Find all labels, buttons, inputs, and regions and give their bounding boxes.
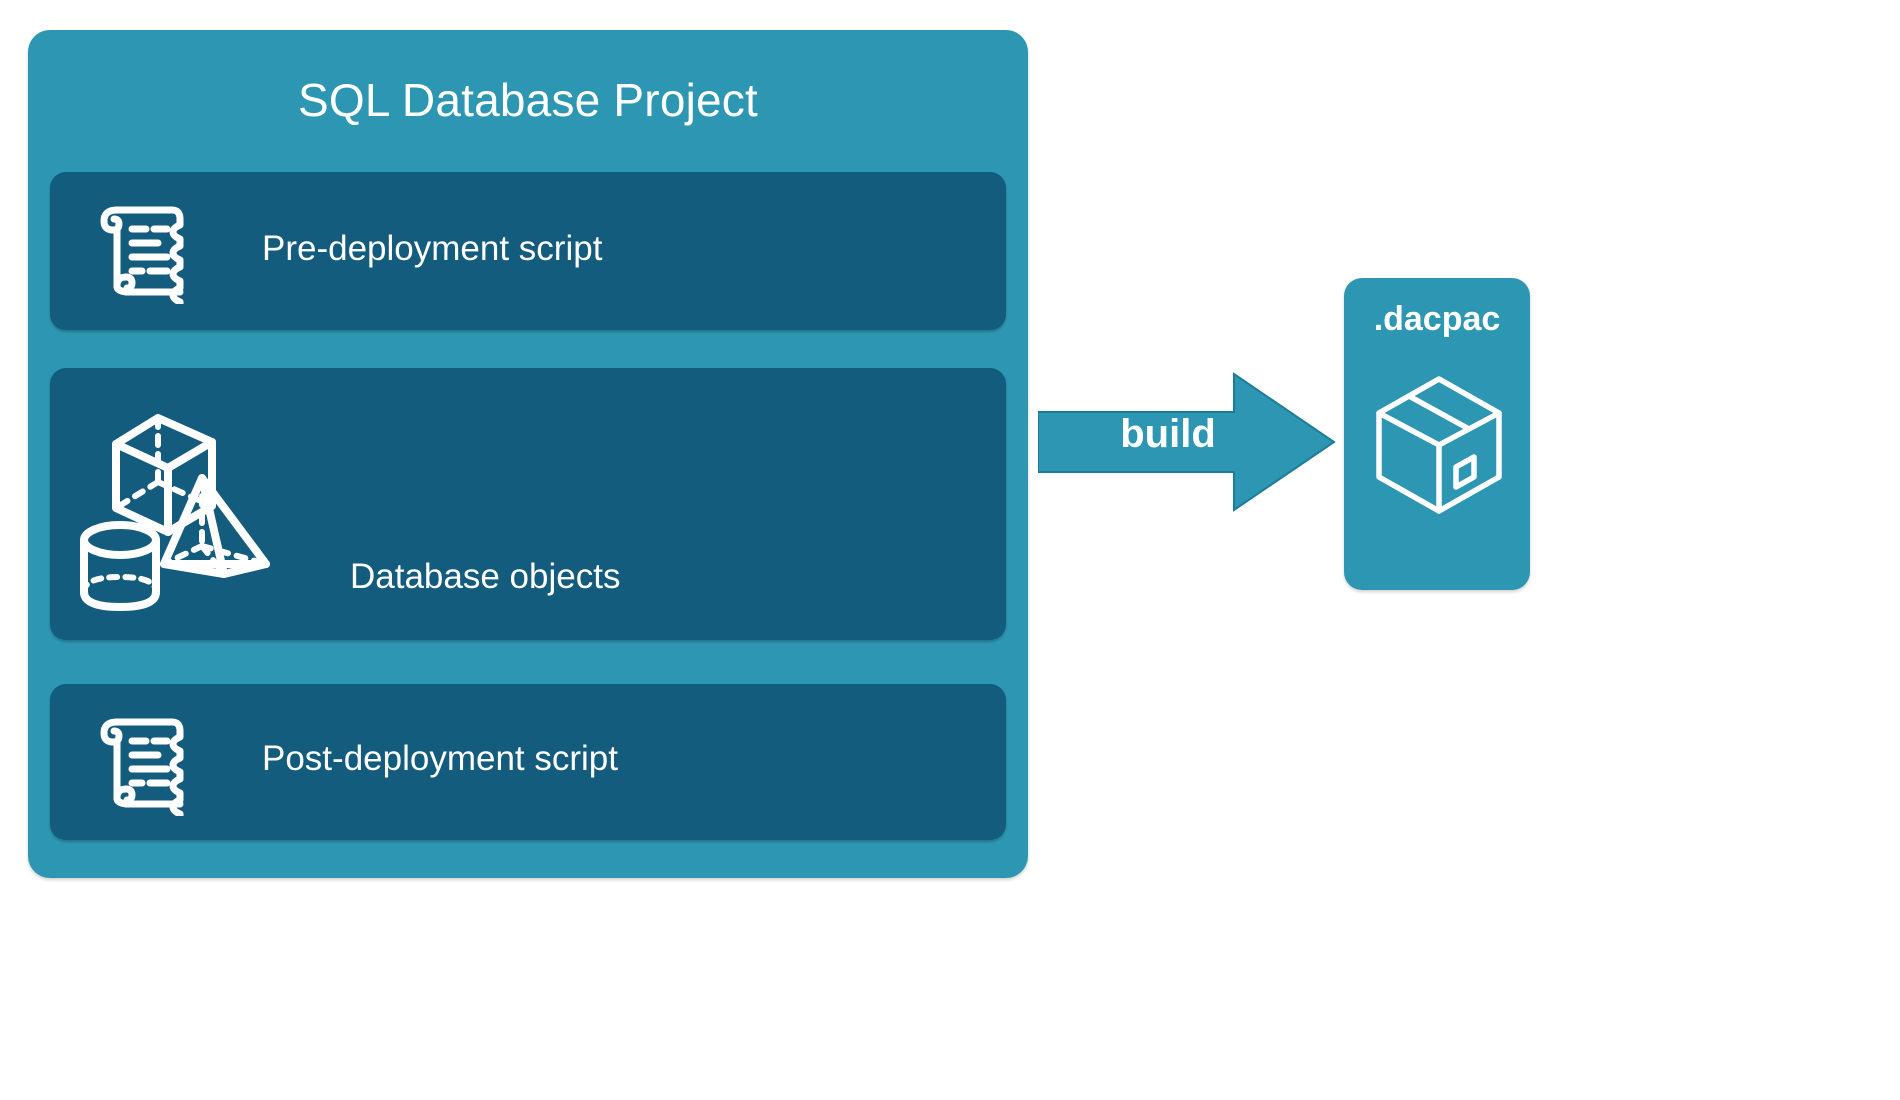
scroll-icon bbox=[88, 710, 196, 824]
database-objects-panel[interactable]: Database objects (tables, stored procs, … bbox=[50, 368, 1006, 743]
cube-shape bbox=[112, 414, 216, 536]
sql-database-project-card: SQL Database Project bbox=[28, 30, 1028, 878]
dacpac-output-card: .dacpac bbox=[1344, 278, 1530, 590]
shapes-icon bbox=[72, 396, 322, 624]
pre-deployment-panel[interactable]: Pre-deployment script bbox=[50, 172, 1006, 330]
project-title: SQL Database Project bbox=[298, 74, 758, 126]
pyramid-shape bbox=[160, 474, 270, 578]
post-deployment-label: Post-deployment script bbox=[262, 739, 618, 778]
scroll-icon bbox=[88, 198, 196, 312]
build-arrow-icon bbox=[1037, 372, 1336, 512]
cylinder-shape bbox=[80, 521, 160, 611]
post-deployment-panel[interactable]: Post-deployment script bbox=[50, 684, 1006, 840]
build-arrow-label: build bbox=[1120, 412, 1216, 456]
database-objects-label-line1: Database objects bbox=[350, 557, 621, 596]
dacpac-title: .dacpac bbox=[1373, 300, 1501, 338]
package-box-icon bbox=[1370, 370, 1508, 520]
pre-deployment-label: Pre-deployment script bbox=[262, 229, 603, 268]
